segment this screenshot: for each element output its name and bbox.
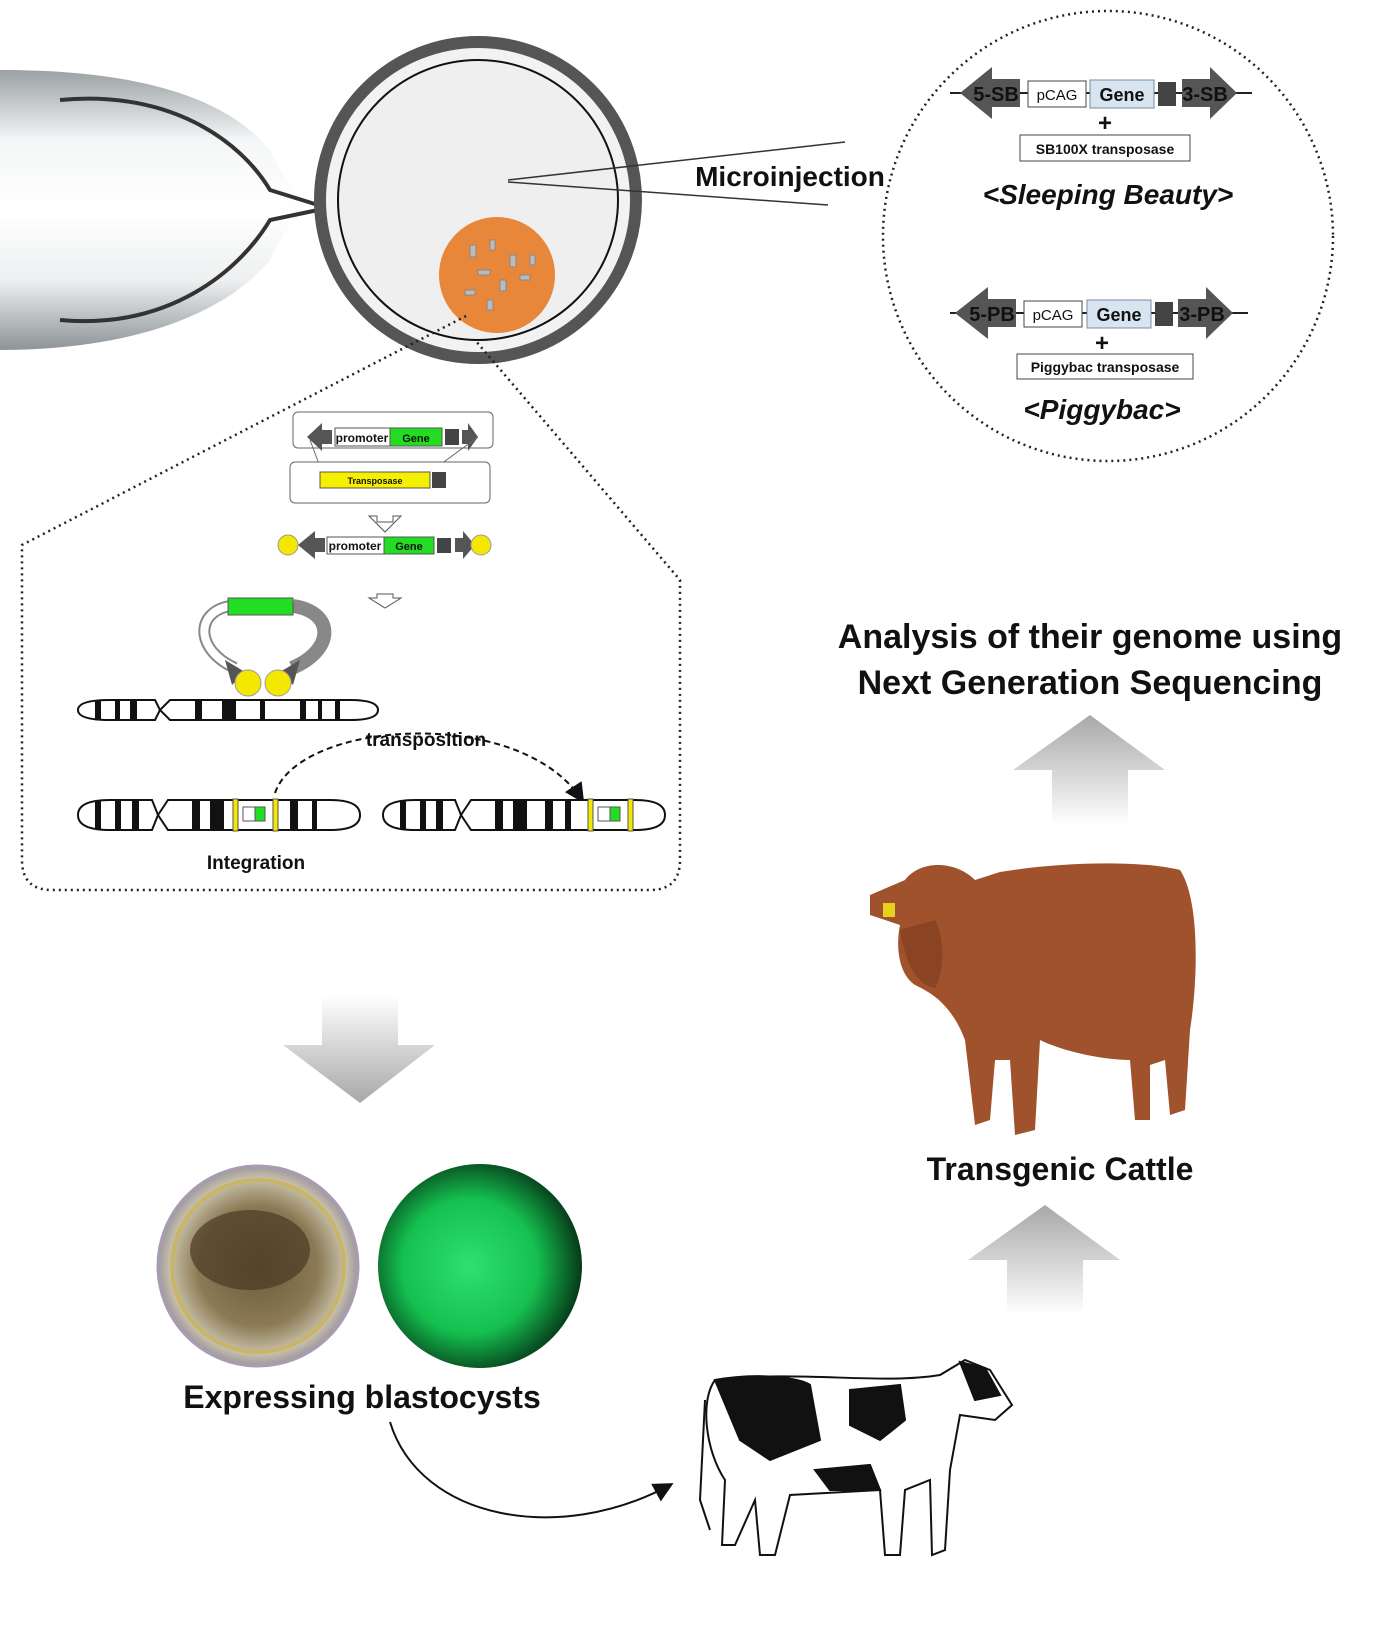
analysis-label-line2: Next Generation Sequencing xyxy=(858,664,1323,702)
5-arm-arrow xyxy=(960,67,1020,119)
gene-label: Gene xyxy=(402,433,430,445)
construct-callout-circle xyxy=(881,9,1335,463)
up-arrow-icon xyxy=(1013,715,1165,825)
transposase-label: SB100X transposase xyxy=(1036,141,1175,157)
transposase-label: Piggybac transposase xyxy=(1031,359,1180,375)
piggybac-construct: 5-PB pCAG Gene 3-PB + Piggybac transposa… xyxy=(950,287,1248,425)
gene-label: Gene xyxy=(395,541,423,553)
transposon-complex xyxy=(198,597,332,697)
promoter-label: promoter xyxy=(336,431,389,445)
mechanism-plasmids: promoter Gene Transposase xyxy=(289,411,494,504)
blastocysts-label: Expressing blastocysts xyxy=(183,1379,540,1415)
promoter-label: pCAG xyxy=(1037,87,1078,104)
pronucleus xyxy=(439,217,555,333)
down-arrow-icon xyxy=(283,995,435,1103)
blastocyst-gfp-fluorescence xyxy=(378,1164,582,1368)
hollow-down-arrow-icon xyxy=(367,515,403,533)
gene-label: Gene xyxy=(1096,305,1141,325)
promoter-label: promoter xyxy=(329,539,382,553)
mechanism-callout xyxy=(20,314,682,892)
left-arm-label: 5-SB xyxy=(973,84,1019,106)
chromosome-transposed xyxy=(381,798,667,832)
sleeping-beauty-construct: 5-SB pCAG Gene 3-SB + SB100X transposase… xyxy=(950,67,1252,210)
injection-needle xyxy=(507,141,846,206)
transgenic-cattle-label: Transgenic Cattle xyxy=(927,1151,1194,1187)
microinjection-label: Microinjection xyxy=(695,161,885,192)
excised-transposon: promoter Gene xyxy=(277,531,492,559)
plus-sign: + xyxy=(1098,110,1112,137)
transposase-label: Transposase xyxy=(347,476,402,486)
transposition-arrow xyxy=(274,732,585,804)
3-arm-arrow xyxy=(1182,67,1237,119)
oocyte xyxy=(314,36,642,364)
left-arm-label: 5-PB xyxy=(969,304,1015,326)
up-arrow-icon xyxy=(968,1205,1120,1315)
recipient-holstein-cow xyxy=(698,1358,1014,1557)
chromosome-target xyxy=(76,699,380,721)
right-arm-label: 3-PB xyxy=(1179,304,1225,326)
analysis-label-line1: Analysis of their genome using xyxy=(838,618,1342,656)
transgenic-cattle-photo xyxy=(870,863,1196,1135)
right-arm-label: 3-SB xyxy=(1182,84,1228,106)
gene-label: Gene xyxy=(1099,85,1144,105)
integration-label: Integration xyxy=(207,853,305,874)
promoter-label: pCAG xyxy=(1033,307,1074,324)
chromosome-integrated xyxy=(76,798,362,832)
plus-sign: + xyxy=(1095,330,1109,357)
piggybac-title: <Piggybac> xyxy=(1023,394,1180,425)
sleeping-beauty-title: <Sleeping Beauty> xyxy=(983,179,1234,210)
holding-pipette xyxy=(0,70,319,350)
embryo-transfer-arrow xyxy=(389,1421,674,1519)
hollow-down-arrow-icon xyxy=(367,593,403,609)
